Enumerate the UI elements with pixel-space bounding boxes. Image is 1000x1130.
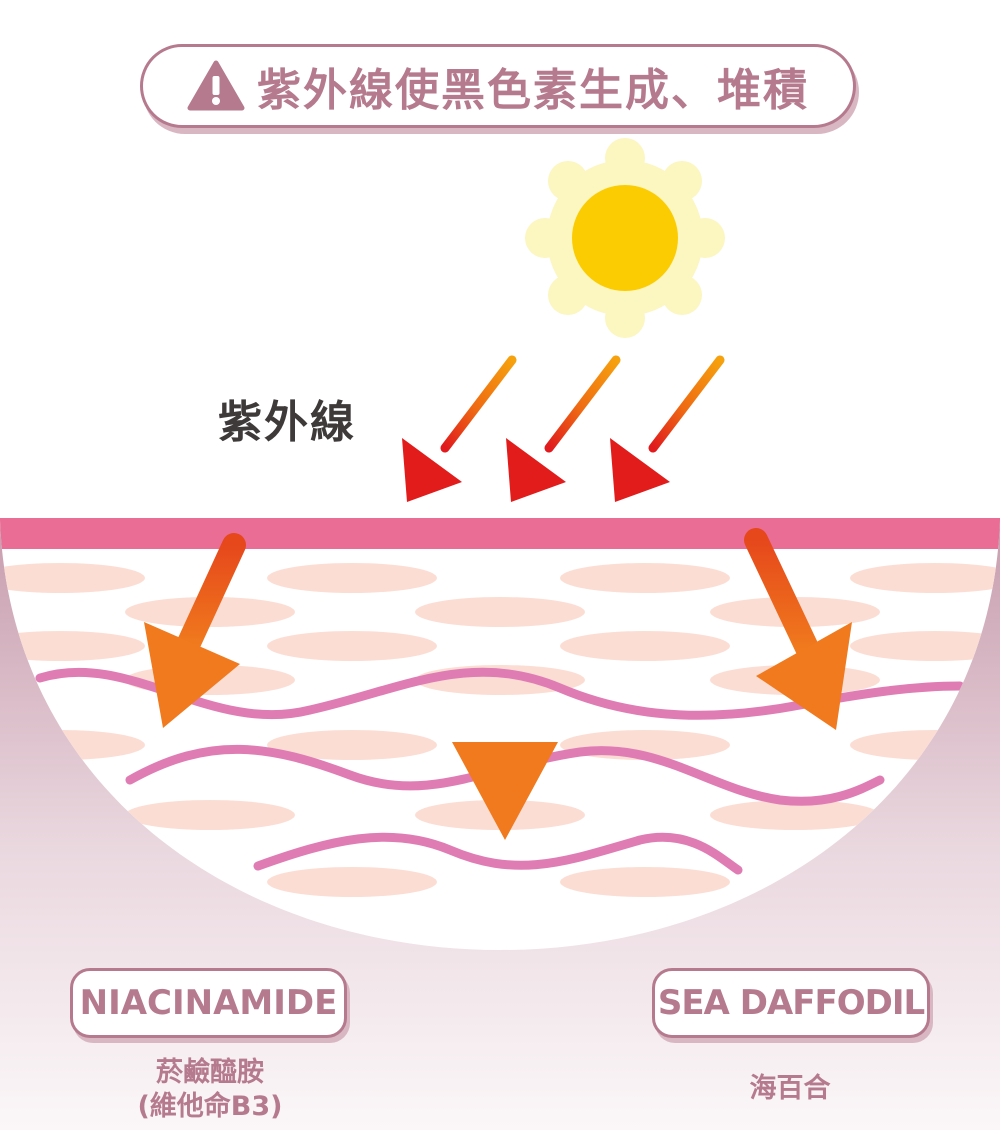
ingredient-chinese-name: 海百合 — [749, 1073, 831, 1104]
ingredient-badge-niacinamide: NIACINAMIDE — [70, 968, 347, 1038]
ingredient-badge-sea-daffodil: SEA DAFFODIL — [652, 968, 930, 1038]
page-title: 紫外線使黑色素生成、堆積 — [257, 65, 809, 116]
ingredient-note: (維他命B3) — [137, 1091, 283, 1122]
warning-triangle-icon — [187, 60, 245, 111]
ingredient-chinese-name: 菸鹼醯胺 — [156, 1057, 264, 1088]
penetrating-arrowhead-icon — [144, 622, 240, 728]
uv-arrow-icon — [402, 355, 517, 502]
penetrating-arrow-icon — [744, 528, 820, 662]
title-banner: 紫外線使黑色素生成、堆積 — [140, 44, 856, 128]
uv-label: 紫外線 — [218, 397, 356, 448]
penetrating-arrow-icon — [176, 533, 246, 657]
ingredient-caption-sea-daffodil: 海百合 — [680, 1072, 900, 1106]
uv-arrows — [402, 355, 725, 502]
ingredient-caption-niacinamide: 菸鹼醯胺 (維他命B3) — [90, 1056, 330, 1124]
uv-arrow-icon — [506, 355, 621, 502]
penetrating-arrowhead-icon — [452, 742, 558, 840]
penetrating-arrowhead-icon — [756, 622, 852, 730]
uv-arrow-icon — [610, 355, 725, 502]
penetrating-arrows — [144, 528, 852, 840]
sun-icon — [525, 138, 725, 338]
